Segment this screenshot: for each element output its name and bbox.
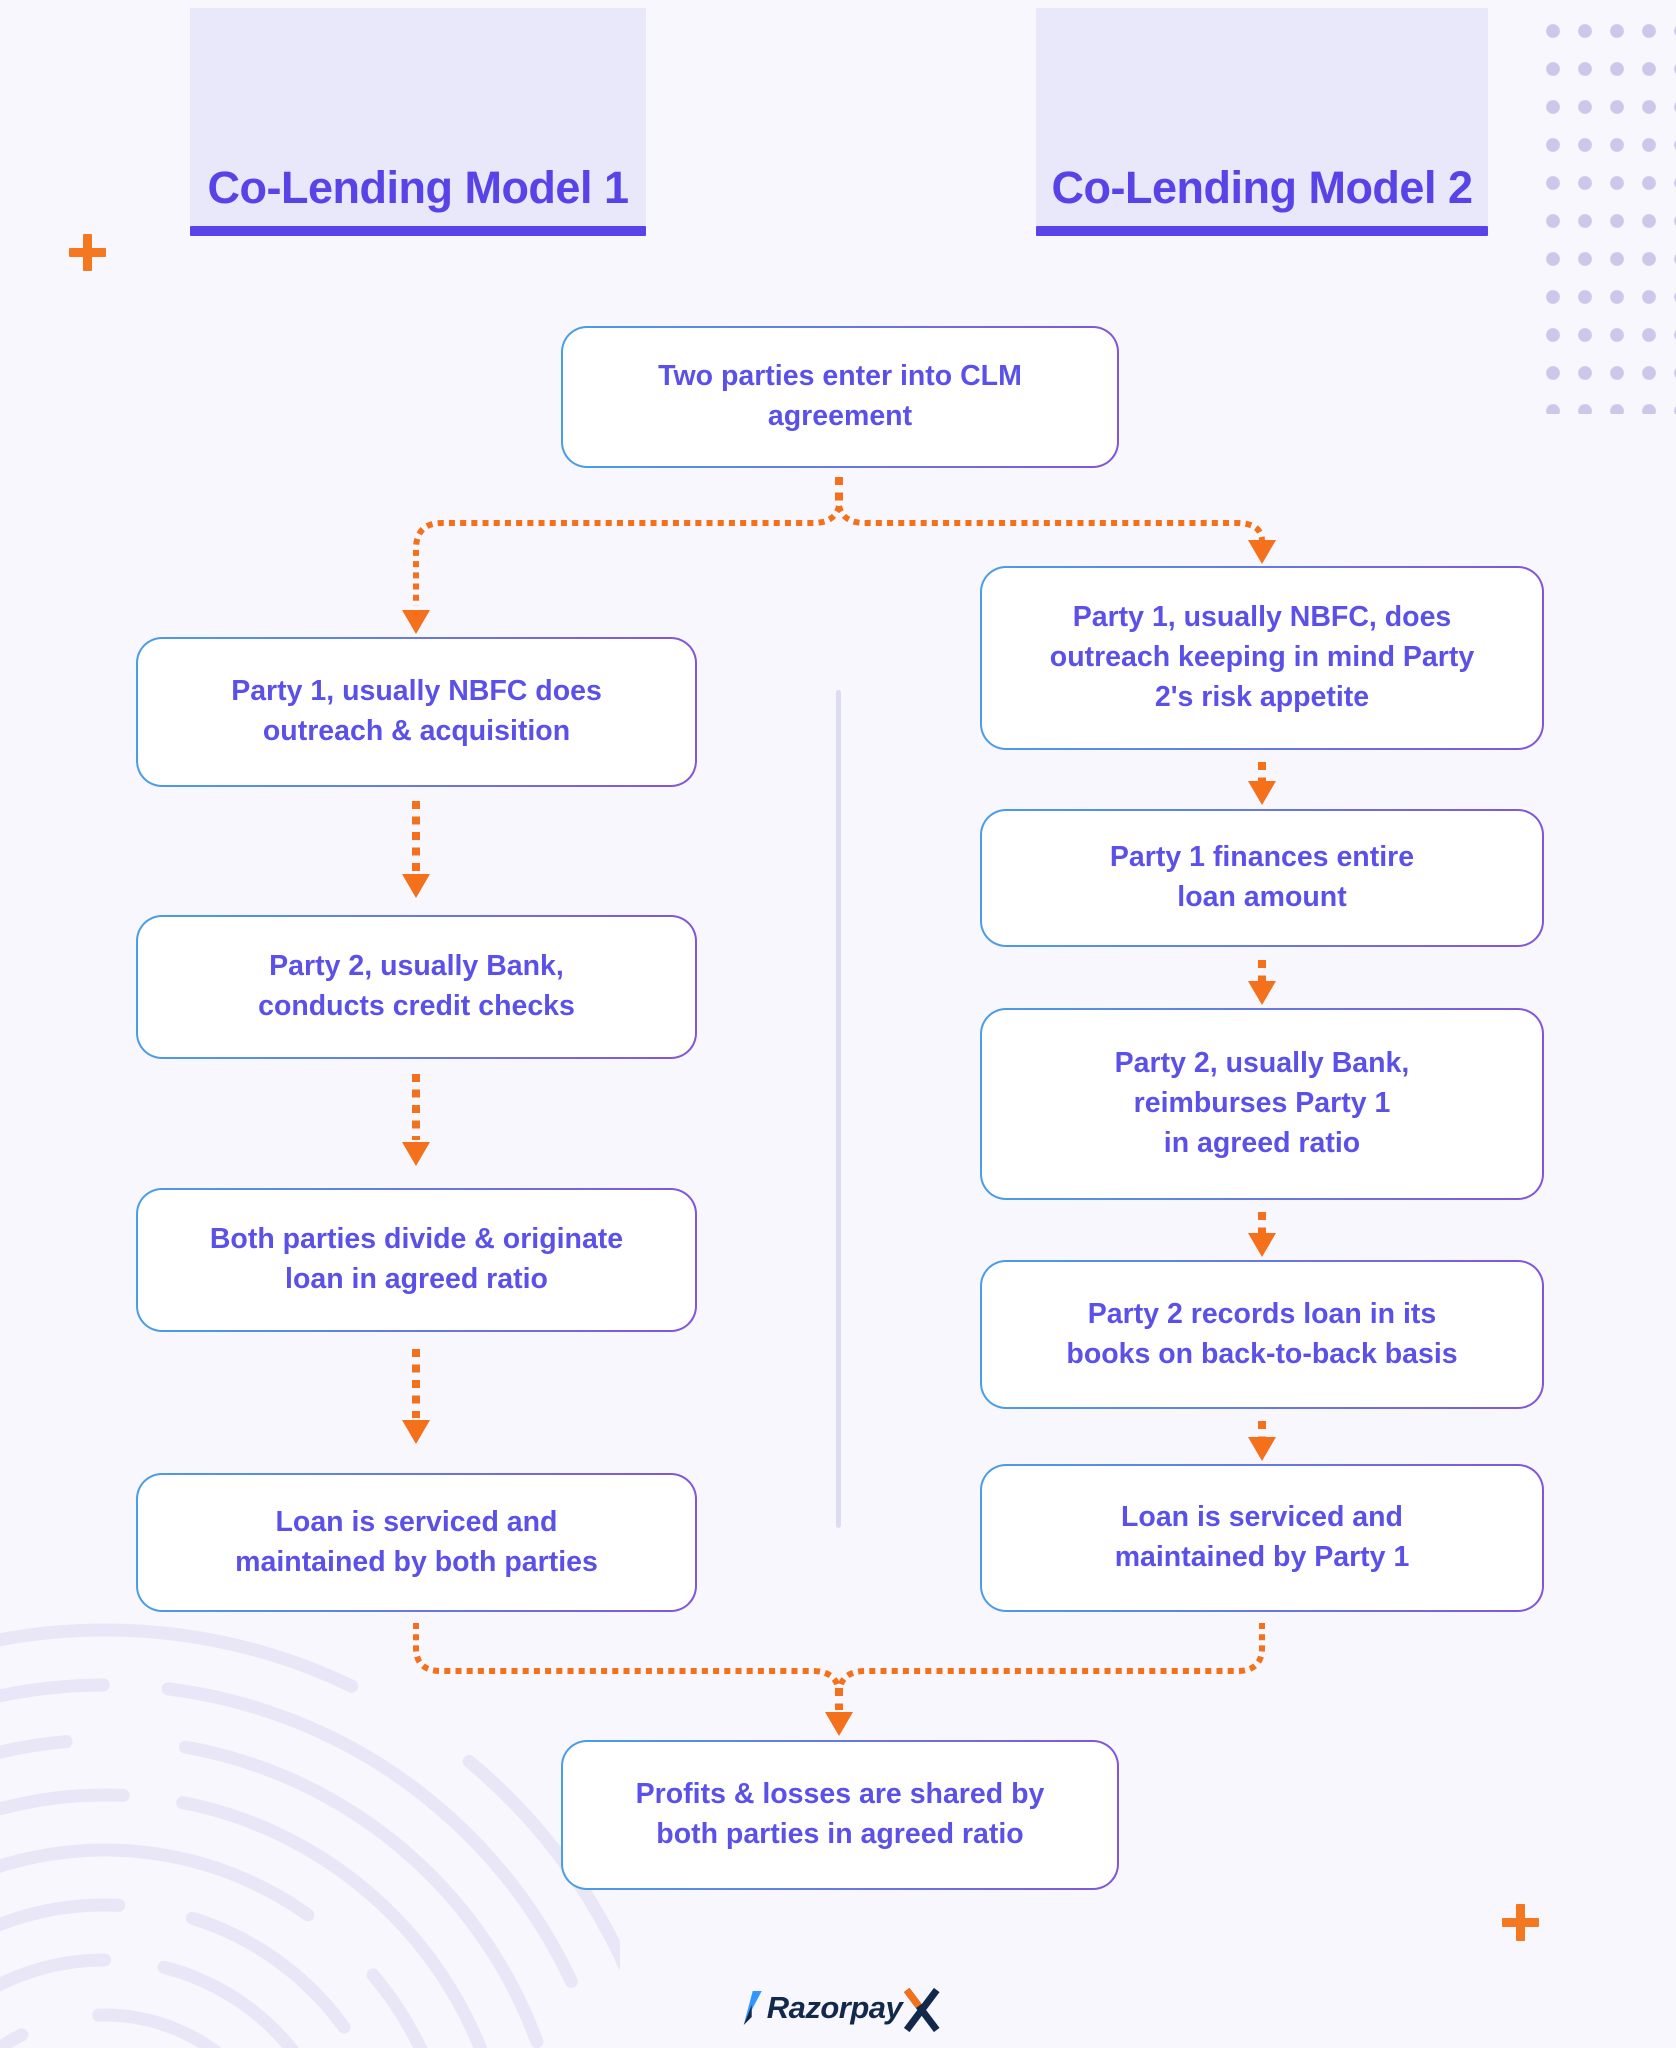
- model1-title-label: Co-Lending Model 1: [207, 162, 629, 213]
- plus-icon: [69, 234, 106, 271]
- model2-title: Co-Lending Model 2: [1036, 8, 1488, 226]
- model2-title-label: Co-Lending Model 2: [1051, 162, 1473, 213]
- razorpayx-x-icon: [903, 1988, 940, 2032]
- flow-node-m2-step2: Party 1 finances entire loan amount: [980, 809, 1544, 947]
- flow-node-m2-step1: Party 1, usually NBFC, does outreach kee…: [980, 566, 1544, 750]
- column-divider: [836, 690, 841, 1528]
- flow-node-m1-step2: Party 2, usually Bank, conducts credit c…: [136, 915, 697, 1059]
- razorpay-mark-icon: [743, 1991, 762, 2025]
- fingerprint-icon: [0, 1623, 620, 2048]
- razorpay-logo-text: Razorpay: [766, 1990, 903, 2025]
- flow-node-m1-step4: Loan is serviced and maintained by both …: [136, 1473, 697, 1612]
- dot-grid-icon: [1537, 12, 1676, 414]
- model1-title-underline: [190, 226, 646, 236]
- model2-title-underline: [1036, 226, 1488, 236]
- flow-node-m2-step5: Loan is serviced and maintained by Party…: [980, 1464, 1544, 1612]
- flow-node-start: Two parties enter into CLM agreement: [561, 326, 1119, 468]
- plus-icon: [1502, 1904, 1539, 1941]
- razorpayx-logo: Razorpay: [737, 1986, 940, 2032]
- flow-node-m2-step4: Party 2 records loan in its books on bac…: [980, 1260, 1544, 1409]
- flow-node-end: Profits & losses are shared by both part…: [561, 1740, 1119, 1890]
- model1-title: Co-Lending Model 1: [190, 8, 646, 226]
- flow-node-m1-step1: Party 1, usually NBFC does outreach & ac…: [136, 637, 697, 787]
- flow-node-m2-step3: Party 2, usually Bank, reimburses Party …: [980, 1008, 1544, 1200]
- flow-node-m1-step3: Both parties divide & originate loan in …: [136, 1188, 697, 1332]
